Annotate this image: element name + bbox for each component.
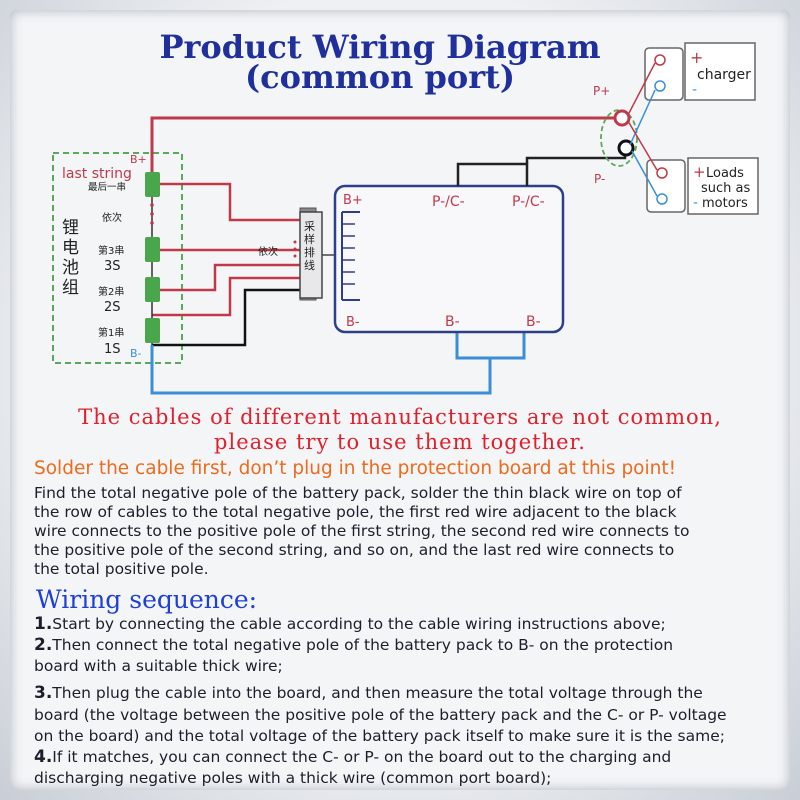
pplus-terminal [613, 109, 631, 127]
step-2: 2.Then connect the total negative pole o… [34, 636, 673, 655]
main-negative-wire [150, 345, 492, 395]
cell2-cn-label: 第2串 [98, 285, 124, 298]
connector-dot [293, 247, 297, 251]
last-string-label: last string [62, 166, 132, 182]
board-bplus-label: B+ [343, 193, 363, 208]
sequence-cn-label: 依次 [102, 211, 122, 224]
cell-last [145, 172, 160, 197]
loads-box [687, 157, 759, 215]
cell-2s [145, 277, 160, 302]
charger-plus-lead [627, 62, 656, 116]
charger-plus-label: + [690, 48, 703, 67]
pplus-label: P+ [593, 84, 610, 98]
step-3: 3.Then plug the cable into the board, an… [34, 684, 703, 703]
step-1: 1.Start by connecting the cable accordin… [34, 615, 666, 634]
diagram-title: Product Wiring Diagram [159, 28, 601, 66]
instruction-line-3: wire connects to the positive pole of th… [34, 522, 690, 540]
cell-3s [145, 237, 160, 262]
cell-1s [145, 318, 160, 343]
diagram-subtitle: (common port) [245, 58, 515, 96]
loads-minus-lead [631, 150, 658, 197]
terminal-group [600, 109, 638, 167]
ellipsis-dot [150, 212, 154, 216]
step-4-line-2: discharging negative poles with a thick … [34, 769, 552, 787]
wiring-diagram: B+ last string 最后一串 依次 第3串 3S 第2串 2S 第1串… [52, 42, 759, 395]
loads-label-1: Loads [706, 166, 744, 181]
step-4-line-1: If it matches, you can connect the C- or… [52, 748, 672, 766]
main-positive-wire [150, 116, 618, 172]
step-2-line-1: Then connect the total negative pole of … [52, 636, 674, 654]
protection-board [333, 184, 565, 334]
board-bminus-mid-label: B- [445, 314, 460, 330]
board-pc1-label: P-/C- [432, 194, 465, 210]
cell1-cn-label: 第1串 [98, 326, 124, 339]
board-pc-bus [456, 162, 529, 186]
charger-label: charger [697, 67, 751, 83]
board-bminus-left-label: B- [346, 315, 360, 330]
board-negative-bus [455, 330, 526, 360]
warning-line-1: The cables of different manufacturers ar… [78, 405, 722, 429]
instruction-line-5: the total positive pole. [34, 560, 209, 578]
charger-connector [644, 47, 684, 101]
connector-cn-char-4: 线 [304, 258, 315, 272]
step-1-number: 1. [34, 614, 53, 634]
cell3-cn-label: 第3串 [98, 244, 124, 257]
charger-plus-pin [654, 54, 666, 66]
charger-minus-pin [654, 80, 666, 92]
charger-minus-lead [629, 89, 656, 146]
charger-minus-label: - [692, 82, 697, 98]
pack-cn-label-text: 锂电池组 [62, 218, 79, 298]
connector-cn-char-3: 排 [304, 245, 315, 259]
board-pc2-label: P-/C- [512, 194, 545, 210]
connector-dot [293, 254, 297, 258]
ellipsis-dot [150, 221, 154, 225]
instruction-line-4: the positive pole of the second string, … [34, 541, 675, 559]
battery-pack-box [52, 152, 183, 364]
balance-wire-negative [152, 288, 300, 347]
loads-minus-pin [656, 193, 668, 205]
step-3-number: 3. [34, 683, 53, 703]
board-socket [341, 211, 360, 301]
instruction-line-1: Find the total negative pole of the batt… [34, 484, 682, 502]
step-4: 4.If it matches, you can connect the C- … [34, 748, 671, 767]
loads-plus-pin [656, 167, 668, 179]
instruction-line-2: the row of cables to the total negative … [34, 503, 677, 521]
balance-wire-last [152, 182, 300, 222]
step-3-line-1: Then plug the cable into the board, and … [52, 684, 703, 702]
pack-bplus-label: B+ [130, 153, 147, 166]
connector-cn-char-2: 样 [304, 232, 315, 246]
charger-box [684, 42, 756, 101]
step-3-line-3: on the board) and the total voltage of t… [34, 727, 725, 745]
cell2-label: 2S [104, 300, 121, 315]
balance-wire-1s [152, 276, 300, 317]
loads-label-3: motors [702, 196, 748, 211]
warning-line-2: please try to use them together. [214, 430, 586, 454]
solder-notice: Solder the cable first, don’t plug in th… [34, 458, 677, 479]
connector-cn-char-1: 采 [304, 220, 315, 233]
loads-minus-label: - [693, 195, 698, 211]
sequence-cn-label-2: 依次 [258, 245, 278, 258]
cell3-label: 3S [104, 259, 121, 274]
pack-bminus-label: B- [130, 347, 142, 360]
step-2-line-2: board with a suitable thick wire; [34, 657, 283, 675]
pack-cn-label: 锂电池组 [62, 218, 82, 298]
cell1-label: 1S [104, 342, 121, 357]
loads-connector [646, 159, 686, 213]
pminus-label: P- [594, 172, 605, 186]
connector-dot [293, 240, 297, 244]
background-frame [10, 10, 790, 790]
ellipsis-dot [150, 203, 154, 207]
pc-output-wire [525, 148, 627, 164]
board-bminus-right-label: B- [526, 314, 541, 330]
balance-wire-2s [152, 263, 300, 292]
step-2-number: 2. [34, 635, 53, 655]
loads-label-2: such as [701, 181, 750, 196]
step-3-line-2: board (the voltage between the positive … [34, 706, 727, 724]
loads-plus-lead [627, 120, 658, 171]
last-string-cn-label: 最后一串 [88, 182, 126, 193]
loads-plus-label: + [693, 163, 706, 181]
step-1-line-1: Start by connecting the cable according … [52, 615, 666, 633]
sequence-title: Wiring sequence: [36, 585, 258, 614]
step-4-number: 4. [34, 747, 53, 767]
